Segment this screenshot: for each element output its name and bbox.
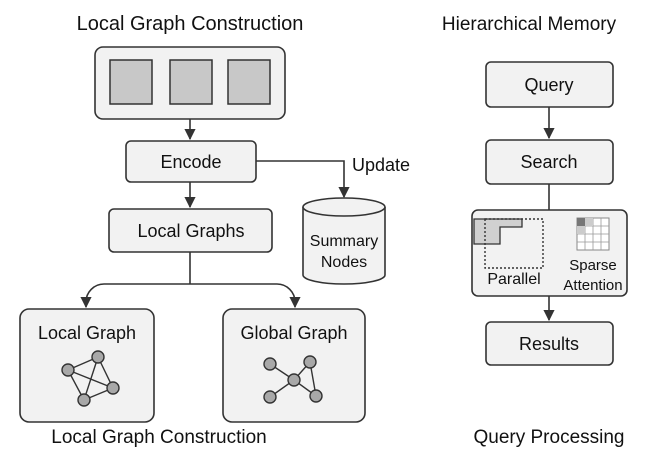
local-graph-box	[19, 308, 155, 423]
global-node	[263, 390, 277, 404]
search-label: Search	[520, 152, 577, 172]
local-node	[61, 363, 75, 377]
database-cylinder-icon	[302, 197, 386, 285]
summary-label-line2: Nodes	[321, 254, 367, 271]
arrow-encode-to-summary	[256, 160, 350, 199]
global-graph-box	[222, 308, 366, 423]
graph-icon	[61, 350, 120, 407]
graph-icon	[263, 355, 323, 404]
right-title: Hierarchical Memory	[442, 14, 617, 35]
grid-icon	[576, 217, 610, 251]
global-graph-label: Global Graph	[240, 323, 347, 343]
summary-cylinder-body	[302, 207, 386, 285]
right-caption: Query Processing	[473, 427, 624, 448]
input-block-3	[227, 59, 271, 105]
encode-label: Encode	[160, 152, 221, 172]
input-block-2	[169, 59, 213, 105]
left-title: Local Graph Construction	[77, 13, 304, 35]
global-node	[303, 355, 317, 369]
left-caption: Local Graph Construction	[51, 427, 266, 448]
local-node	[106, 381, 120, 395]
local-node	[91, 350, 105, 364]
attention-cell	[585, 218, 593, 226]
input-block-1	[109, 59, 153, 105]
local-graph-label: Local Graph	[38, 323, 136, 343]
summary-cylinder-top	[302, 197, 386, 217]
input-blocks	[94, 46, 286, 120]
global-node	[263, 357, 277, 371]
results-label: Results	[519, 334, 579, 354]
global-node	[287, 373, 301, 387]
attention-cell	[577, 226, 585, 234]
results-box	[485, 321, 614, 366]
attention-highlight-cell	[577, 218, 585, 226]
sparse-label-line2: Attention	[563, 277, 622, 294]
query-label: Query	[524, 75, 573, 95]
sparse-label-line1: Sparse	[569, 257, 617, 274]
parallel-icon	[473, 218, 544, 269]
local-graphs-label: Local Graphs	[137, 221, 244, 241]
local-edge	[67, 369, 114, 389]
global-node	[309, 389, 323, 403]
connector-split	[85, 283, 296, 303]
parallel-dotted-frame	[484, 218, 544, 269]
update-label: Update	[352, 155, 410, 175]
summary-label-line1: Summary	[310, 233, 378, 250]
local-node	[77, 393, 91, 407]
parallel-label: Parallel	[487, 271, 540, 288]
